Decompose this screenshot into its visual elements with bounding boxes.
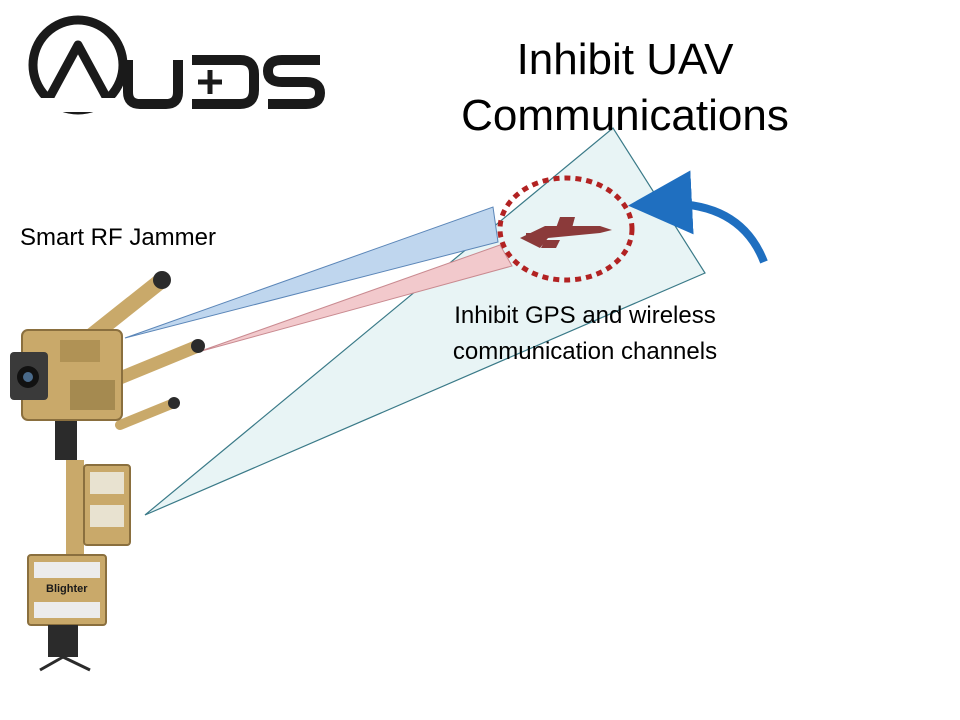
uds-logo [28, 15, 326, 115]
smart-rf-jammer [10, 271, 205, 460]
title-line-2: Communications [461, 91, 789, 140]
jammer-beam-red [197, 244, 513, 353]
inhibit-label-line-2: communication channels [452, 338, 718, 365]
page-title: Inhibit UAV Communications [410, 32, 840, 144]
inhibit-label: Inhibit GPS and wireless communication c… [405, 298, 765, 370]
inhibit-label-line-1: Inhibit GPS and wireless [454, 302, 716, 329]
curved-arrow [628, 170, 768, 264]
jammer-beam-blue [124, 206, 499, 339]
jammer-label: Smart RF Jammer [20, 224, 217, 251]
uav-drone [520, 217, 612, 248]
radar-unit [27, 460, 131, 672]
radar-brand-label: Blighter [46, 583, 88, 595]
title-line-1: Inhibit UAV [516, 35, 734, 84]
